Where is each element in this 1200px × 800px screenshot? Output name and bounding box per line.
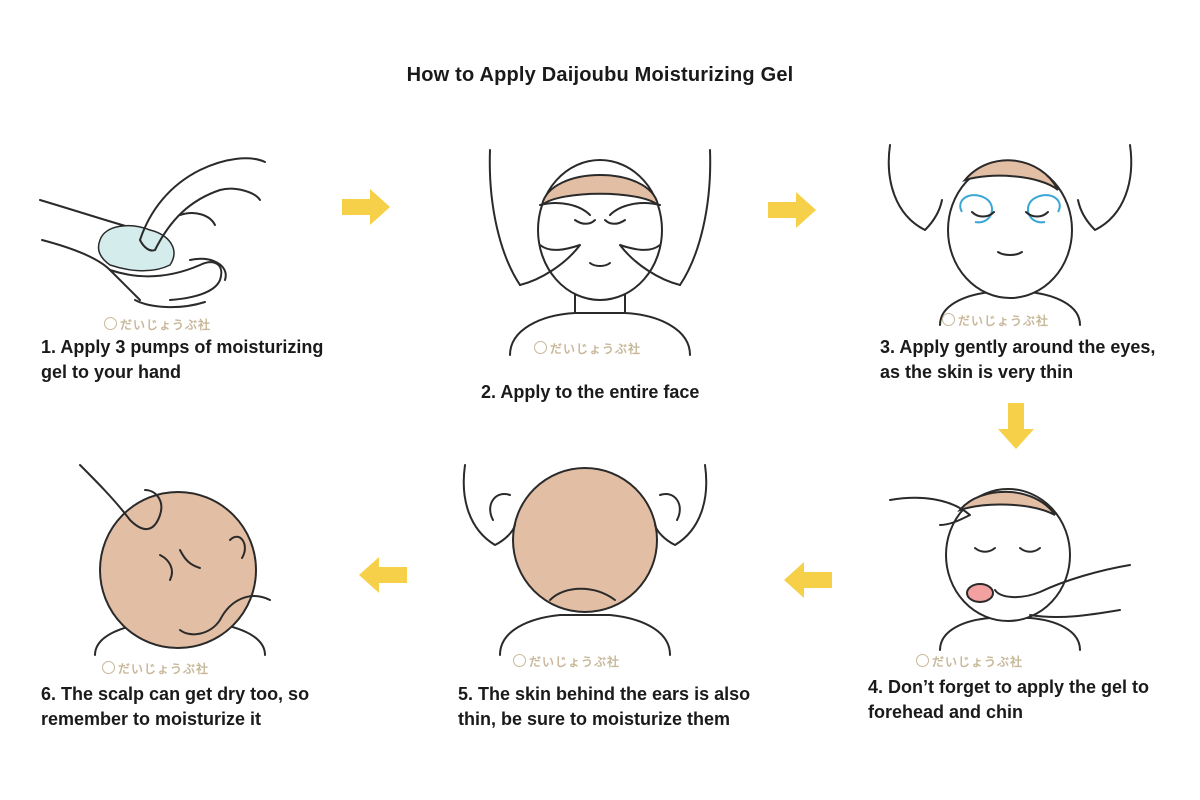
watermark: だいじょうぶ社: [102, 660, 209, 677]
step-5-caption: 5. The skin behind the ears is also thin…: [458, 684, 751, 729]
watermark-text: だいじょうぶ社: [120, 318, 212, 332]
watermark: だいじょうぶ社: [513, 653, 620, 670]
watermark: だいじょうぶ社: [534, 340, 641, 357]
watermark-text: だいじょうぶ社: [958, 314, 1050, 328]
step-2-face-illustration: [488, 149, 712, 356]
arrow-right-icon: [768, 192, 816, 228]
arrow-down-icon: [998, 403, 1034, 449]
step-3-eyes-illustration: [887, 144, 1133, 326]
step-4-forehead-chin-illustration: [889, 488, 1131, 651]
watermark-text: だいじょうぶ社: [550, 342, 642, 356]
step-2-caption: 2. Apply to the entire face: [481, 382, 700, 402]
watermark-text: だいじょうぶ社: [529, 655, 621, 669]
smile-icon: [942, 313, 955, 326]
smile-icon: [102, 661, 115, 674]
step-6-scalp-illustration: [79, 464, 271, 656]
diagram-title: How to Apply Daijoubu Moisturizing Gel: [406, 64, 794, 86]
smile-icon: [534, 341, 547, 354]
watermark: だいじょうぶ社: [104, 316, 211, 333]
step-3-caption: 3. Apply gently around the eyes, as the …: [880, 337, 1156, 382]
step-1-hand-illustration: [39, 157, 266, 309]
step-1-caption: 1. Apply 3 pumps of moisturizing gel to …: [41, 337, 324, 382]
step-5-ears-illustration: [462, 464, 708, 656]
smile-icon: [513, 654, 526, 667]
arrow-right-icon: [342, 189, 390, 225]
step-4-caption: 4. Don’t forget to apply the gel to fore…: [868, 677, 1149, 722]
step-6-caption: 6. The scalp can get dry too, so remembe…: [41, 684, 310, 729]
smile-icon: [916, 654, 929, 667]
watermark-text: だいじょうぶ社: [118, 662, 210, 676]
watermark: だいじょうぶ社: [942, 312, 1049, 329]
arrow-left-icon: [784, 562, 832, 598]
smile-icon: [104, 317, 117, 330]
arrow-left-icon: [359, 557, 407, 593]
watermark-text: だいじょうぶ社: [932, 655, 1024, 669]
watermark: だいじょうぶ社: [916, 653, 1023, 670]
